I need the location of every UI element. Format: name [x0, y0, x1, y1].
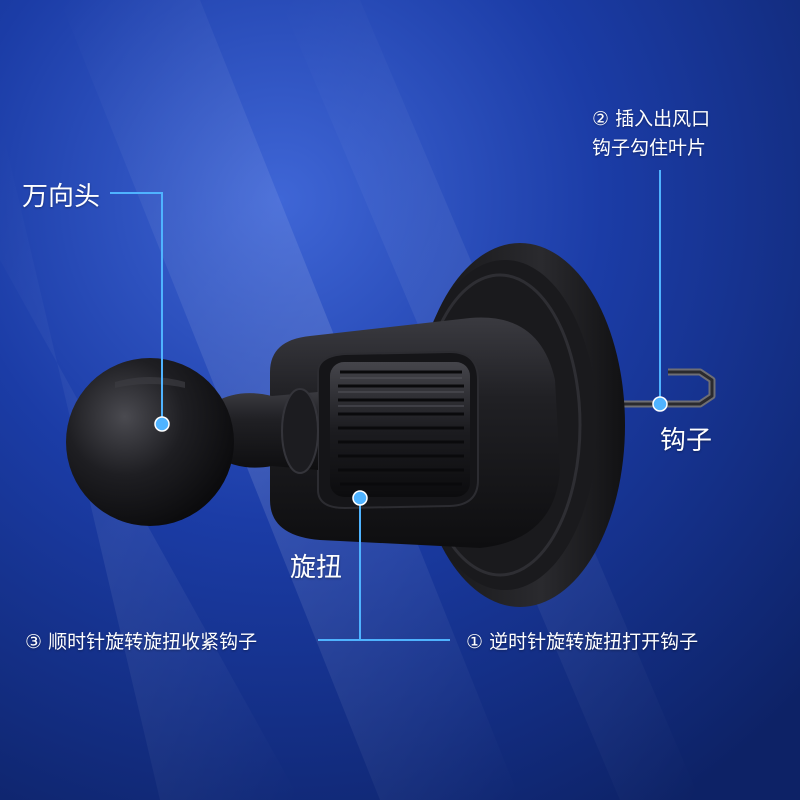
callout-dots [154, 396, 668, 506]
knob [330, 362, 470, 497]
open-hook-step-label: ① 逆时针旋转旋扭打开钩子 [466, 631, 699, 653]
tighten-hook-step-label: ③ 顺时针旋转旋扭收紧钩子 [25, 631, 258, 653]
hook [600, 368, 716, 408]
insert-vent-step-detail: 钩子勾住叶片 [592, 137, 707, 159]
insert-vent-step-label: ② 插入出风口 [592, 108, 711, 130]
callout-lines [110, 170, 661, 641]
ball-head [66, 358, 234, 526]
ball-neck [215, 388, 319, 474]
universal-head-label: 万向头 [22, 182, 101, 212]
knob-label: 旋扭 [290, 553, 343, 583]
hook-label: 钩子 [660, 426, 713, 456]
